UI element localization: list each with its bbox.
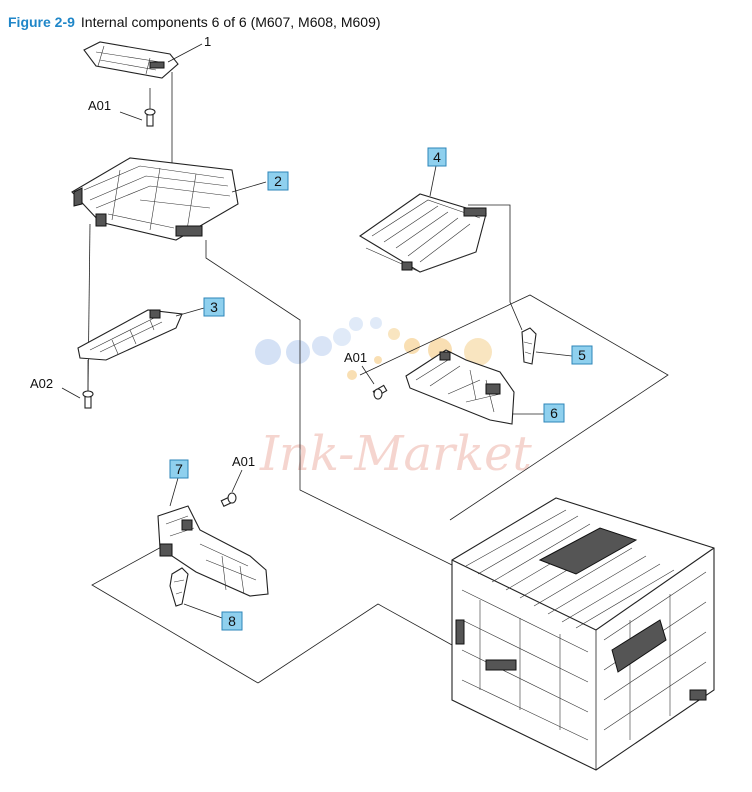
- part-3-guide: [77, 309, 183, 361]
- part-1-bracket: [83, 41, 179, 79]
- part-7-bracket: [157, 505, 269, 597]
- callout-5-label: 5: [578, 347, 586, 363]
- part-4-tray: [358, 193, 487, 273]
- figure-label: Figure 2-9: [8, 14, 75, 30]
- screw-ref-a02-left: A02: [30, 376, 53, 391]
- watermark-logo: Ink-Market: [255, 317, 533, 482]
- part-2-tray: [71, 157, 239, 241]
- callout-3: 3: [203, 297, 225, 317]
- part-6-bracket: [405, 349, 515, 425]
- callout-6: 6: [543, 403, 565, 423]
- callout-8: 8: [221, 611, 243, 631]
- callout-3-label: 3: [210, 299, 218, 315]
- screw-ref-a01-top: A01: [88, 98, 111, 113]
- part-8-lever: [169, 567, 189, 607]
- callout-7: 7: [169, 459, 189, 479]
- leader-lines: [87, 72, 669, 684]
- screw-a01-right: [372, 384, 388, 400]
- callout-2: 2: [267, 171, 289, 191]
- watermark-text: Ink-Market: [259, 426, 533, 482]
- callout-7-label: 7: [175, 461, 183, 477]
- screw-ref-a01-bottom: A01: [232, 454, 255, 469]
- printer-chassis: [451, 497, 715, 771]
- callout-1: 1: [204, 34, 211, 49]
- callout-5: 5: [571, 345, 593, 365]
- callout-leaders: [61, 43, 573, 619]
- callout-1-label: 1: [204, 34, 211, 49]
- figure-title: Internal components 6 of 6 (M607, M608, …: [80, 14, 381, 30]
- callout-4: 4: [427, 147, 447, 167]
- callout-6-label: 6: [550, 405, 558, 421]
- screw-a02-left: [82, 390, 94, 409]
- screw-a01-bottom: [220, 492, 237, 507]
- callout-4-label: 4: [433, 149, 441, 165]
- callout-2-label: 2: [274, 173, 282, 189]
- figure-caption: Figure 2-9 Internal components 6 of 6 (M6…: [8, 14, 381, 30]
- screw-ref-a01-right: A01: [344, 350, 367, 365]
- part-5-lever: [521, 327, 537, 365]
- callout-8-label: 8: [228, 613, 236, 629]
- screw-a01-top: [144, 108, 156, 127]
